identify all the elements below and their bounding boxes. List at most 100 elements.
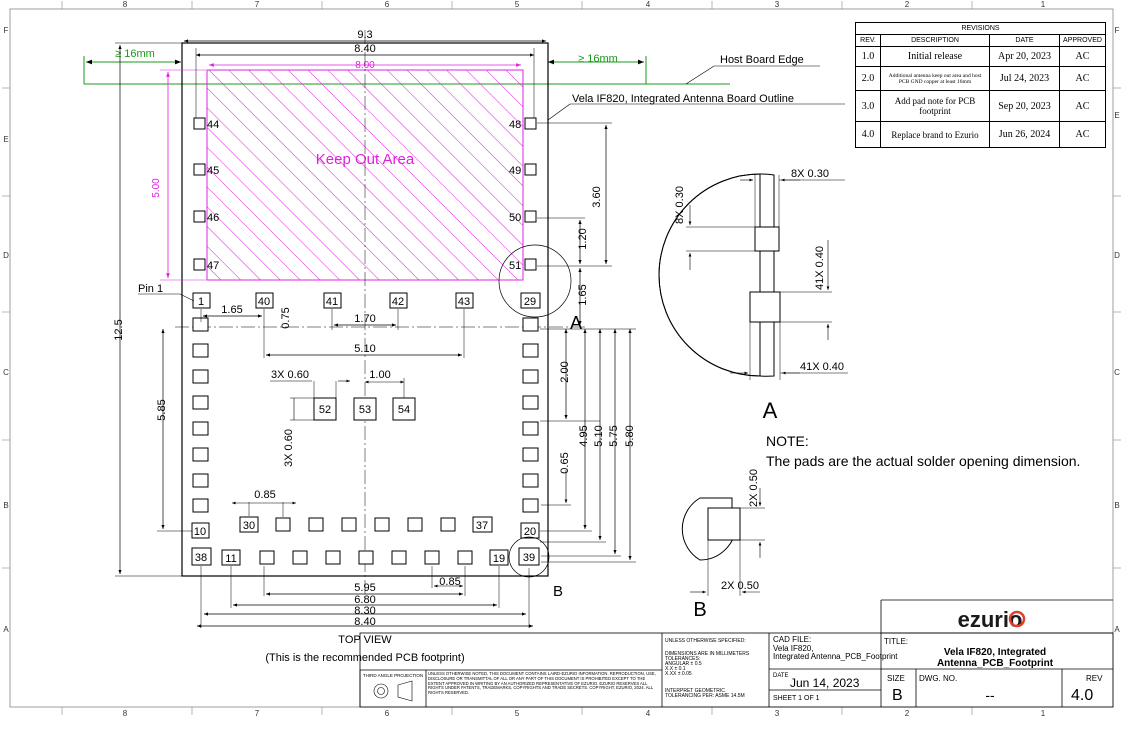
pad-label: 52 [319,404,331,416]
revision-cell: Additional antenna keep out area and hos… [880,66,990,91]
revision-cell: Initial release [880,46,990,67]
zone-letter: F [1115,26,1120,35]
dim-2x-0-50-h: 2X 0.50 [721,580,759,592]
pad-label: 29 [524,296,536,308]
revision-cell: 2.0 [855,66,881,91]
detail-b-marker: B [553,583,563,600]
tb-rev-value: 4.0 [1071,687,1093,704]
tb-unless: UNLESS OTHERWISE SPECIFIED: [665,638,746,644]
zone-letter: C [3,368,9,377]
revision-table: REVISIONS REV. DESCRIPTION DATE APPROVED… [855,22,1106,148]
tb-cad-value-1: Vela IF820, [773,644,813,653]
tb-interpret: INTERPRET GEOMETRIC [665,688,725,694]
revision-cell: 1.0 [855,46,881,67]
revision-title: REVISIONS [855,22,1106,35]
zone-number: 1 [1041,0,1046,9]
dim-2x-0-50-v: 2X 0.50 [748,469,760,507]
dim-41x-0-40-v: 41X 0.40 [814,246,826,290]
brand-logo-dot [1008,610,1026,628]
revision-cell: Add pad note for PCB footprint [880,90,990,122]
dim-1-65-h: 1.65 [221,304,242,316]
dim-1-00: 1.00 [369,369,390,381]
dim-8x-0-30-v: 8X 0.30 [674,186,686,224]
zone-number: 6 [385,709,390,718]
revision-cell: 4.0 [855,121,881,148]
tb-sheet: SHEET 1 OF 1 [773,695,820,702]
zone-number: 1 [1041,709,1046,718]
pad-label: 41 [326,296,338,308]
zone-letter: B [1114,501,1119,510]
zone-number: 3 [775,709,780,718]
zone-number: 7 [255,0,260,9]
dim-8x-0-30-h: 8X 0.30 [791,168,829,180]
revision-cell: Apr 20, 2023 [989,46,1060,67]
tb-date-value: Jun 14, 2023 [790,676,860,690]
pad-label: 40 [258,296,270,308]
third-angle-label: THIRD ANGLE PROJECTION [363,673,423,678]
tb-legal: UNLESS OTHERWISE NOTED, THIS DOCUMENT CO… [428,671,656,696]
clearance-right-label: ≥ 16mm [578,53,618,65]
pad-label: 38 [195,552,207,564]
dim-1-70: 1.70 [354,313,375,325]
pad-label: 45 [207,165,219,177]
pad-label: 46 [207,212,219,224]
detail-b-pad [707,507,741,541]
zone-letter: E [3,135,8,144]
zone-number: 7 [255,709,260,718]
revision-cell: AC [1059,90,1106,122]
tb-date-label: DATE [773,673,789,679]
tb-rev-label: REV [1086,674,1103,683]
tb-title-value-2: Antenna_PCB_Footprint [937,658,1054,669]
zone-number: 6 [385,0,390,9]
keep-out-label: Keep Out Area [316,151,415,168]
zone-number: 2 [905,709,910,718]
dim-1-20: 1.20 [577,228,589,249]
dim-3x-0-60-v: 3X 0.60 [283,429,295,467]
tb-xx: X.X ± 0.1 [665,666,686,672]
revision-cell: Sep 20, 2023 [989,90,1060,122]
dim-5-00: 5.00 [151,178,162,198]
pad-label: 11 [225,553,236,565]
detail-a-pad [754,226,780,252]
dim-8-30: 8.30 [354,605,375,617]
tb-size-value: B [892,687,903,704]
dim-8-40-bottom: 8.40 [354,616,375,628]
zone-letter: B [3,501,8,510]
dim-0-75: 0.75 [280,307,292,328]
pin1-label: Pin 1 [138,283,163,295]
revision-cell: Jun 26, 2024 [989,121,1060,148]
dim-0-85-bottom: 0.85 [439,576,460,588]
zone-letter: F [4,26,9,35]
zone-letter: E [1114,111,1119,120]
dim-2-00: 2.00 [559,361,571,382]
zone-letter: A [3,625,9,634]
dim-3-60: 3.60 [591,186,603,207]
dim-0-85-top: 0.85 [254,489,275,501]
dim-0-65: 0.65 [559,452,571,473]
pad-label: 51 [509,260,521,272]
dim-5-10-h: 5.10 [354,343,375,355]
dim-6-80: 6.80 [354,594,375,606]
detail-a-title: A [763,398,778,423]
pad-label: 50 [509,212,521,224]
pad-label: 19 [493,553,505,565]
pad-label: 47 [207,260,219,272]
dim-5-75: 5.75 [608,425,620,446]
revision-cell: Replace brand to Ezurio [880,121,990,148]
tb-dims-in: DIMENSIONS ARE IN MILLIMETERS [665,651,750,657]
zone-number: 5 [515,709,520,718]
view-subtitle: (This is the recommended PCB footprint) [265,652,464,664]
zone-letter: D [1114,251,1120,260]
dim-41x-0-40-h: 41X 0.40 [800,361,844,373]
pad-label: 49 [509,165,521,177]
tb-xxx: X.XX ± 0.05 [665,671,692,677]
tb-cad-label: CAD FILE: [773,635,811,644]
pad-label: 53 [359,404,371,416]
pad-label: 30 [243,520,255,532]
pad-label: 48 [509,119,521,131]
dim-5-85: 5.85 [156,399,168,420]
detail-a-circle [498,244,572,318]
detail-b-title: B [693,599,706,621]
zone-number: 4 [646,709,651,718]
